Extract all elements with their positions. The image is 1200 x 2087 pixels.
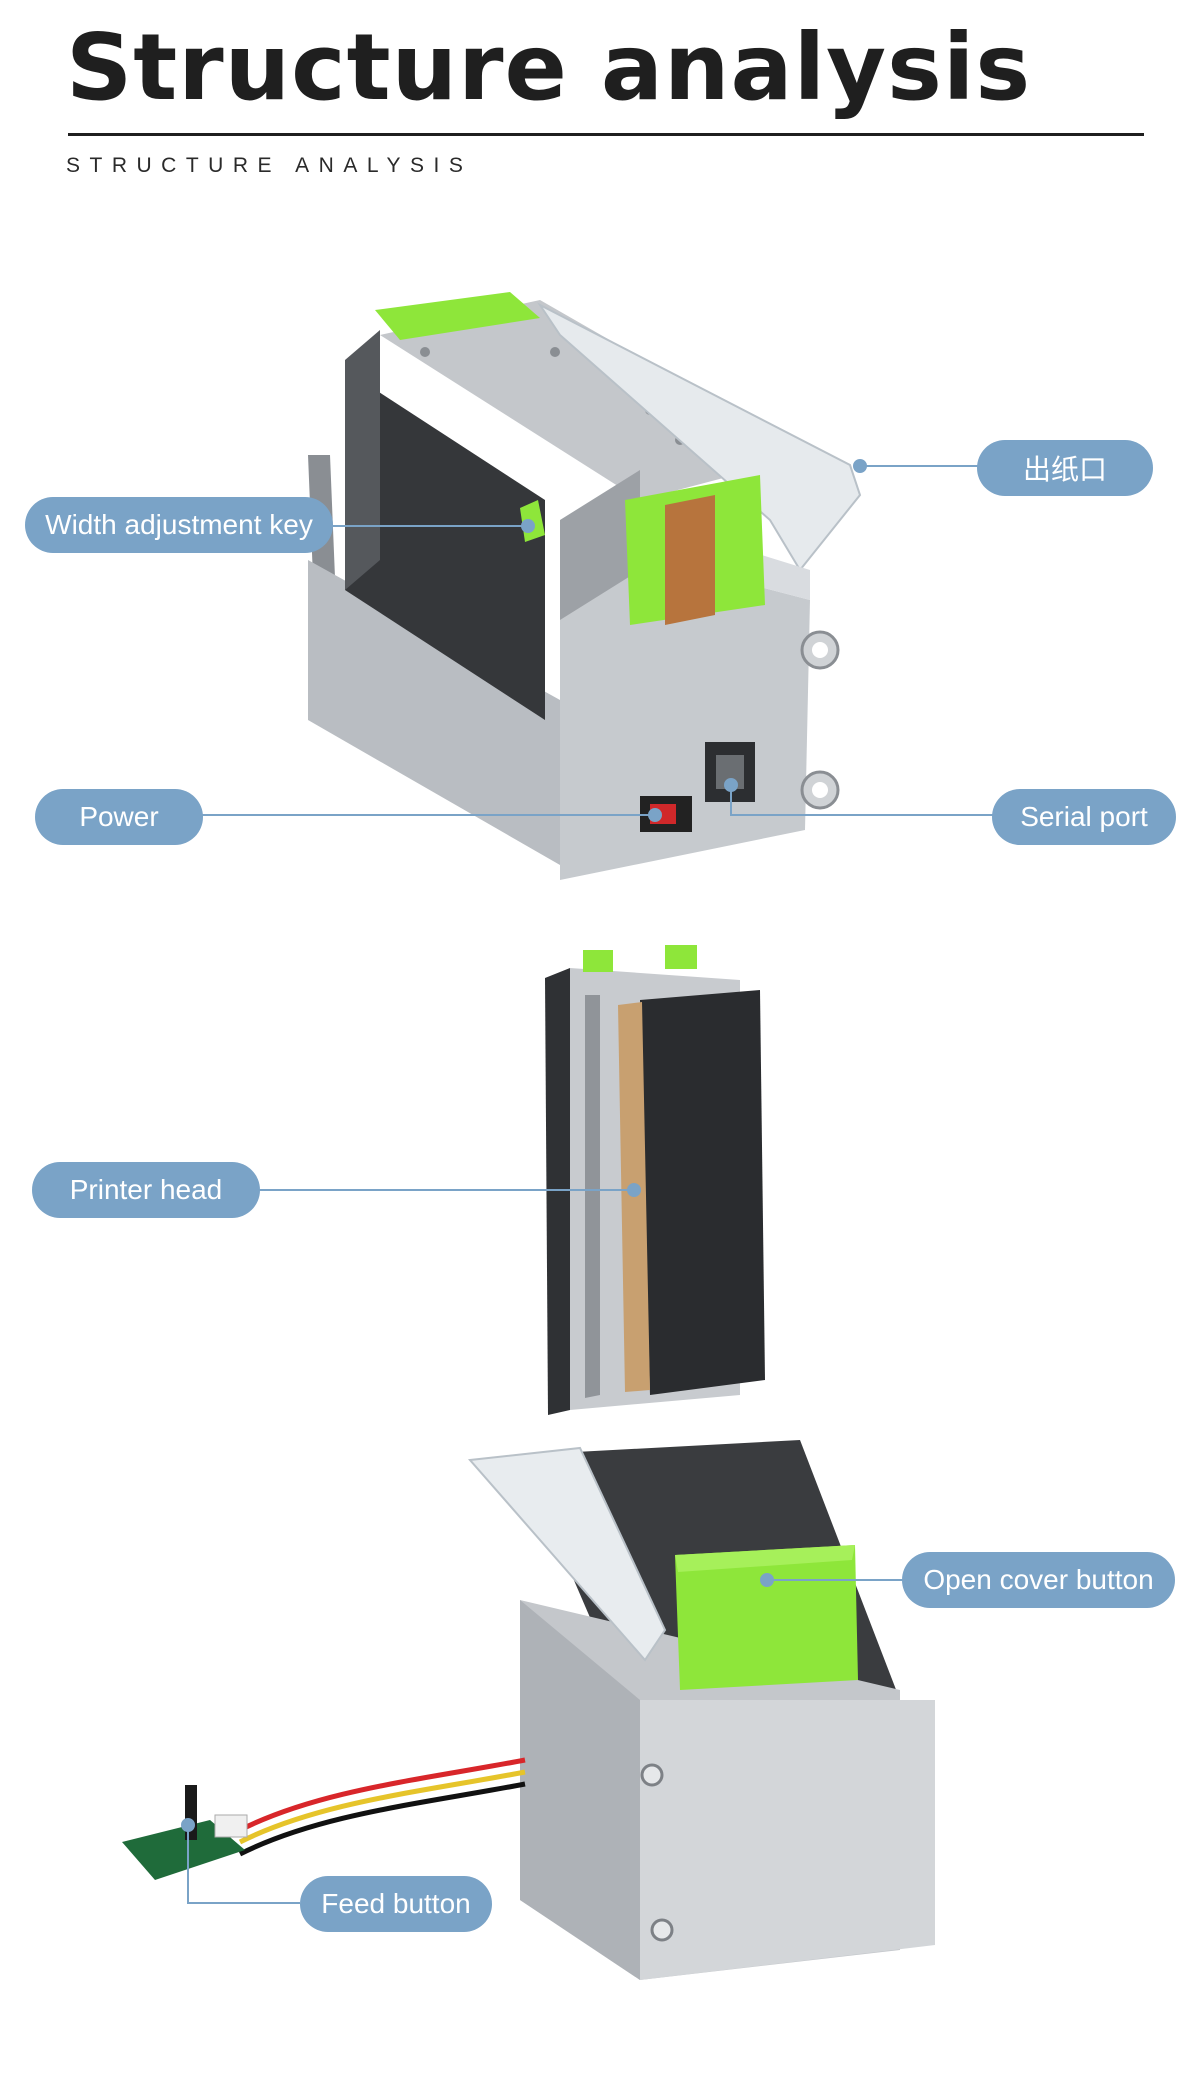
printer-open-image — [122, 945, 935, 1980]
callout-paper-exit: 出纸口 — [977, 440, 1153, 496]
callout-printer-head: Printer head — [32, 1162, 260, 1218]
callout-feed-button: Feed button — [300, 1876, 492, 1932]
callout-power: Power — [35, 789, 203, 845]
callout-open-cover-button: Open cover button — [902, 1552, 1175, 1608]
title-divider — [68, 133, 1144, 136]
printer-closed-image — [308, 292, 862, 880]
callout-width-adjustment-key: Width adjustment key — [25, 497, 333, 553]
page-title: Structure analysis — [66, 14, 1032, 121]
page-subtitle: STRUCTURE ANALYSIS — [66, 154, 473, 177]
callout-serial-port: Serial port — [992, 789, 1176, 845]
callout-lines — [181, 459, 993, 1904]
